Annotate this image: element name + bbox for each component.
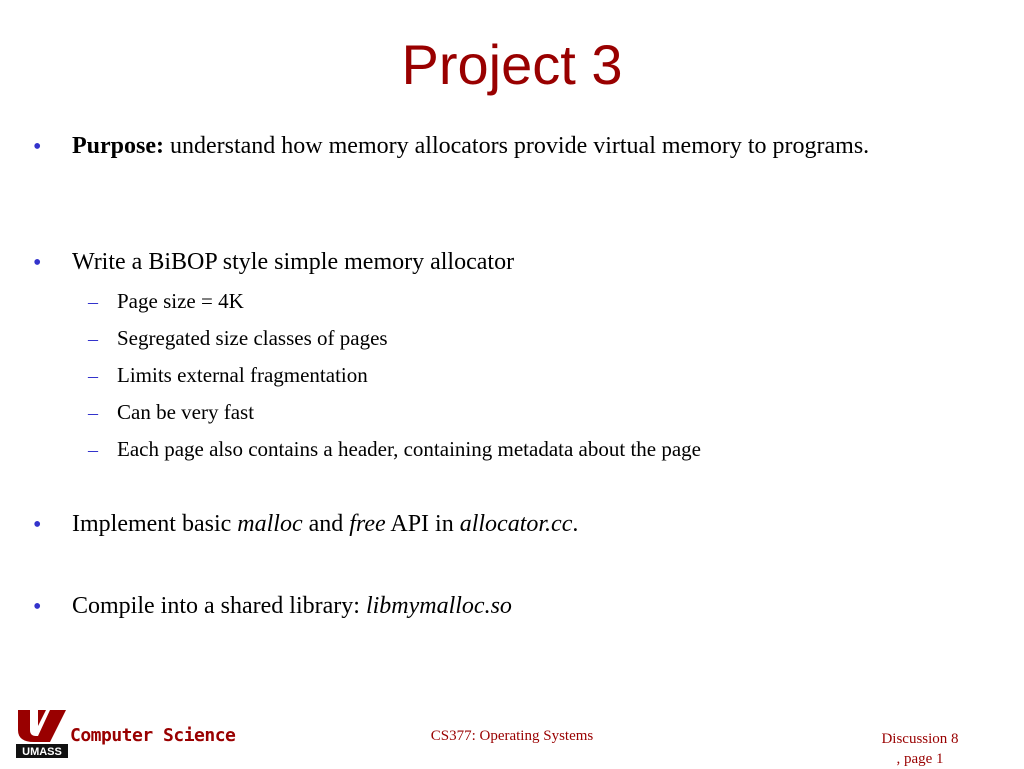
logo-text: UMASS: [22, 746, 62, 758]
sub-bullet-fragmentation: Limits external fragmentation: [117, 363, 368, 387]
bullet-marker: •: [33, 134, 42, 160]
bullet-implement: Implement basic malloc and free API in a…: [72, 506, 952, 542]
implement-malloc: malloc: [237, 511, 303, 537]
footer-course: CS377: Operating Systems: [430, 728, 594, 744]
implement-free: free: [349, 511, 386, 537]
bullet-compile: Compile into a shared library: libmymall…: [72, 588, 952, 624]
compile-lib: libmymalloc.so: [365, 593, 512, 619]
bullet-marker: •: [33, 250, 42, 276]
implement-file: allocator.cc: [459, 511, 573, 537]
footer-department: Computer Science: [70, 725, 236, 746]
sub-bullet-page-size: Page size = 4K: [117, 289, 244, 313]
sub-bullet-marker: –: [88, 439, 98, 461]
compile-pre: Compile into a shared library:: [72, 593, 366, 619]
purpose-label: Purpose:: [72, 133, 164, 159]
footer-page-number: Discussion 8 , page 1: [860, 729, 980, 769]
sub-bullet-size-classes: Segregated size classes of pages: [117, 326, 388, 350]
implement-api: API in: [385, 511, 460, 537]
footer-page-line2: , page 1: [896, 751, 944, 767]
sub-bullet-header: Each page also contains a header, contai…: [117, 437, 701, 461]
sub-bullet-marker: –: [88, 291, 98, 313]
sub-bullet-marker: –: [88, 328, 98, 350]
sub-bullet-fast: Can be very fast: [117, 400, 255, 424]
implement-pre: Implement basic: [72, 511, 238, 537]
bullet-marker: •: [33, 512, 42, 538]
umass-logo-icon: UMASS: [16, 708, 68, 758]
footer-page-line1: Discussion 8: [881, 731, 959, 747]
implement-end: .: [572, 511, 579, 537]
sub-bullet-marker: –: [88, 365, 98, 387]
bullet-marker: •: [33, 594, 42, 620]
bullet-write-allocator: Write a BiBOP style simple memory alloca…: [72, 249, 515, 275]
sub-bullet-marker: –: [88, 402, 98, 424]
purpose-text: understand how memory allocators provide…: [164, 133, 870, 159]
slide-title: Project 3: [401, 33, 623, 96]
bullet-purpose: Purpose: understand how memory allocator…: [72, 128, 952, 164]
implement-and: and: [302, 511, 350, 537]
